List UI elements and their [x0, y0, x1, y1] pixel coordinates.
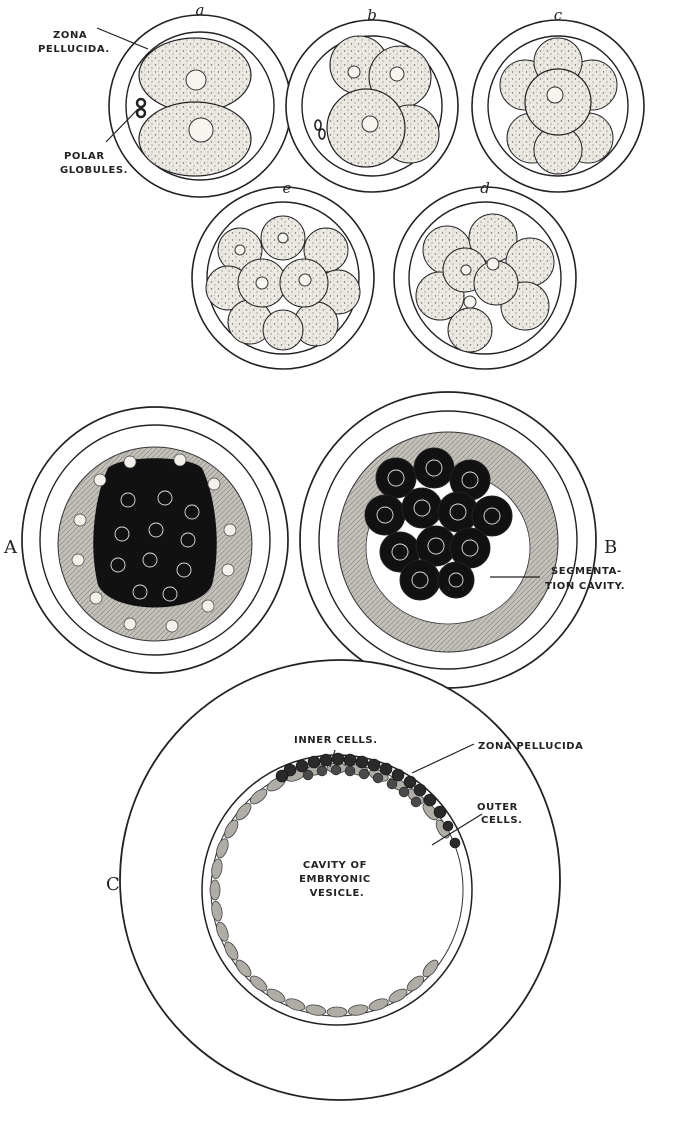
label-zona-pellucida-top: ZONA PELLUCIDA. [38, 30, 110, 55]
label-polar-globules: POLAR GLOBULES. [60, 151, 128, 176]
panel-B [300, 392, 596, 688]
outer-cell [327, 1007, 347, 1017]
panel-letter-b: b [367, 6, 377, 24]
panel-b [286, 20, 458, 192]
panel-letter-A: A [3, 537, 18, 558]
panel-letter-B: B [604, 537, 617, 558]
panel-letter-a: a [196, 1, 205, 19]
panel-letter-d: d [480, 179, 490, 197]
panel-c [472, 20, 644, 192]
panel-e [192, 187, 374, 369]
panel-d [394, 187, 576, 369]
panel-letter-c: c [554, 6, 563, 24]
outer-cell [210, 880, 220, 900]
label-inner-cells: INNER CELLS. [294, 735, 378, 746]
panel-letter-e: e [283, 179, 292, 197]
panel-A [22, 407, 288, 673]
label-zona-pellucida-bottom: ZONA PELLUCIDA [478, 741, 584, 752]
panel-a [109, 15, 291, 197]
panel-letter-C: C [106, 874, 120, 895]
label-embryonic-cavity: CAVITY OF EMBRYONIC VESICLE. [299, 860, 375, 899]
